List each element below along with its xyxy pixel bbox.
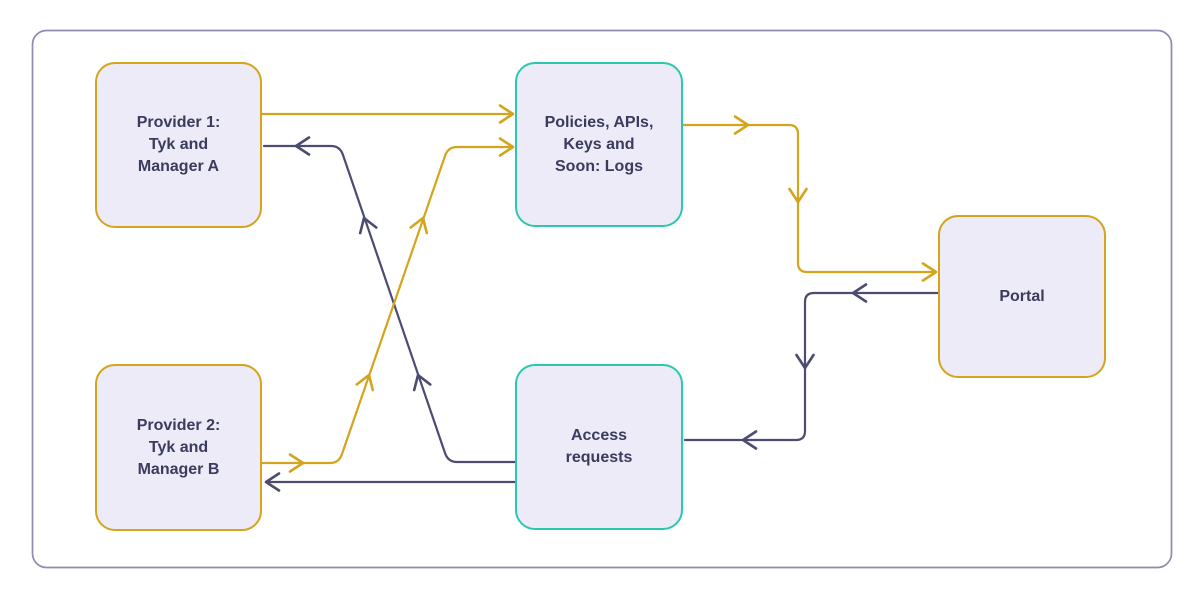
node-access-requests-label: Access requests	[565, 427, 633, 466]
node-policies-apis-keys: Policies, APIs, Keys and Soon: Logs	[515, 62, 683, 227]
edge-portal-to-access	[683, 283, 940, 450]
outer-frame-border	[31, 29, 1173, 569]
node-provider-2-label: Provider 2: Tyk and Manager B	[136, 416, 221, 478]
node-access-requests: Access requests	[515, 364, 683, 530]
edge-access-to-provider1	[262, 136, 517, 464]
edge-access-to-provider2	[264, 472, 517, 492]
edge-provider2-to-policies-line	[260, 145, 515, 465]
edge-policies-to-portal	[681, 115, 938, 282]
node-provider-1: Provider 1: Tyk and Manager A	[95, 62, 262, 228]
edge-provider1-to-policies	[260, 104, 515, 124]
node-provider-1-label: Provider 1: Tyk and Manager A	[136, 114, 221, 175]
node-portal-label: Portal	[999, 287, 1045, 305]
edge-policies-to-portal-line	[681, 123, 938, 274]
node-provider-2: Provider 2: Tyk and Manager B	[95, 364, 262, 531]
node-policies-apis-keys-label: Policies, APIs, Keys and Soon: Logs	[544, 113, 654, 175]
edge-portal-to-access-line	[683, 291, 940, 442]
edge-access-to-provider1-line	[262, 144, 517, 464]
node-portal: Portal	[938, 215, 1106, 378]
edge-provider2-to-policies	[260, 137, 515, 473]
